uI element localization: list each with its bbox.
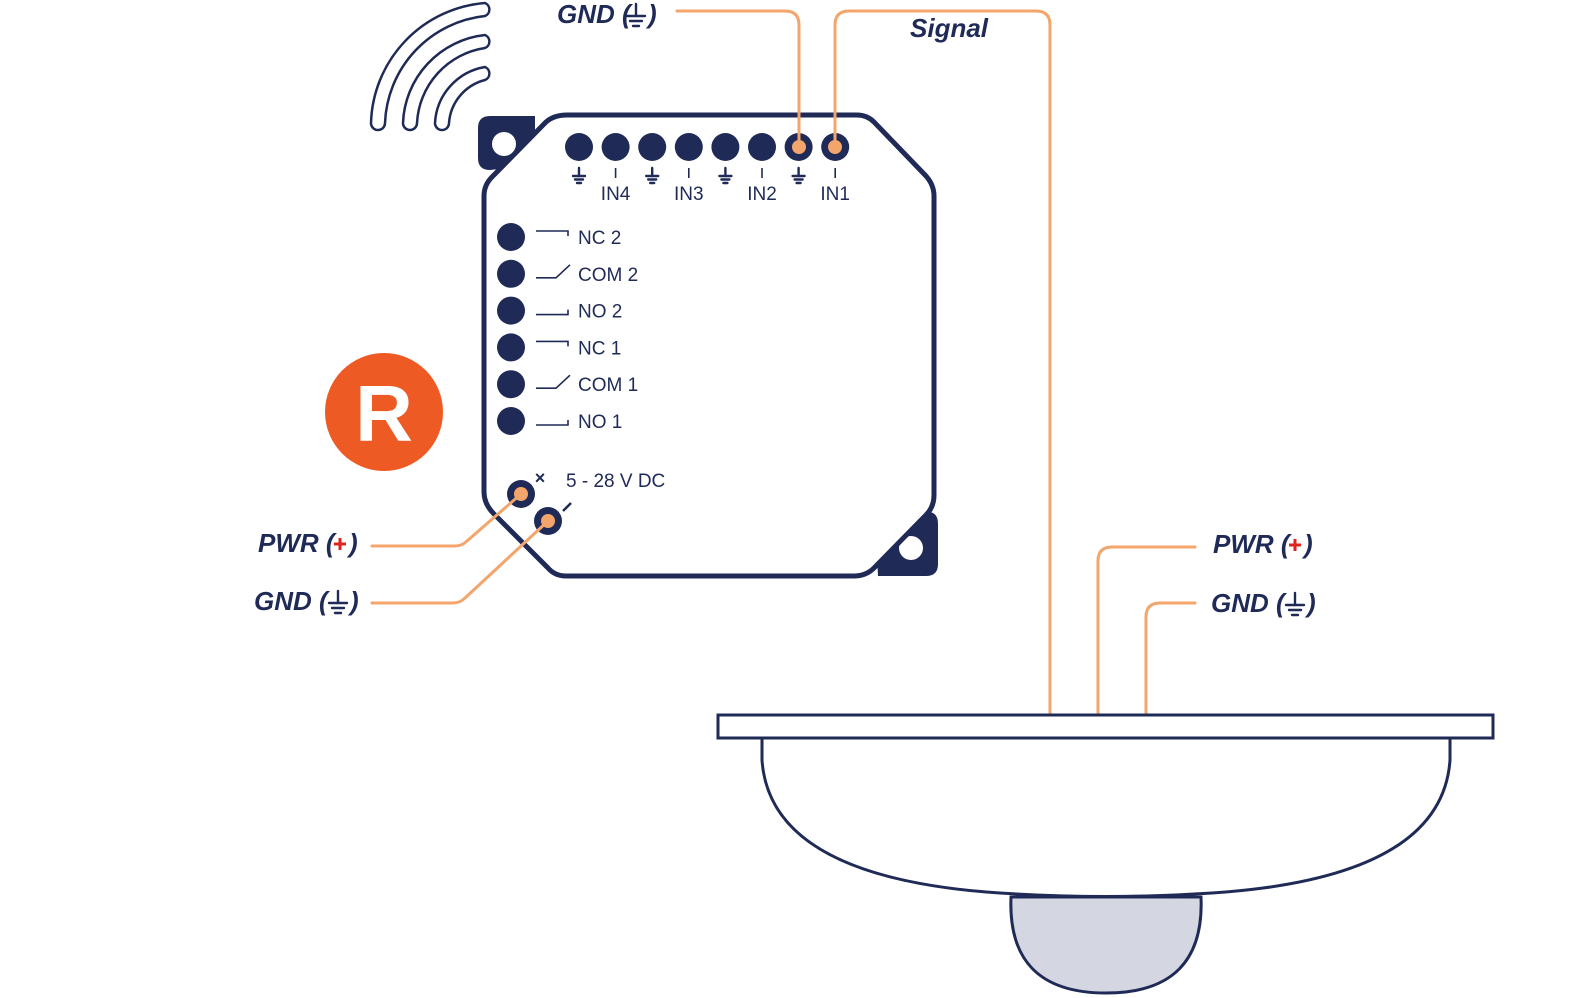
pwr-label-text: PWR (: [258, 528, 338, 558]
input-terminal: IN4: [601, 133, 631, 205]
terminal-screw[interactable]: [601, 133, 630, 161]
brand-logo: R: [325, 353, 443, 471]
wire-signal: [833, 9, 1052, 716]
logo-badge: [325, 353, 443, 471]
relay-contact-symbol: [536, 309, 569, 316]
ceiling-sensor: [716, 713, 1495, 995]
input-terminal: [565, 133, 593, 185]
input-label: IN2: [747, 184, 777, 205]
terminal-screw[interactable]: [497, 407, 525, 435]
sensor-lens: [1009, 895, 1203, 995]
terminal-screw[interactable]: [497, 333, 525, 362]
mounting-hole: [899, 536, 923, 560]
power-voltage-label: 5 - 28 V DC: [566, 471, 665, 492]
gnd-label-text: GND (: [254, 586, 331, 616]
wire-gnd-left: [370, 519, 550, 605]
ground-icon: [791, 166, 806, 185]
input-label: IN1: [820, 184, 850, 205]
controller-module: [478, 112, 938, 579]
module-outline: [481, 112, 937, 579]
pwr-label-close: ): [1301, 529, 1313, 559]
ground-icon: [571, 166, 587, 185]
label-signal: Signal: [910, 13, 989, 43]
relay-label: COM 2: [578, 265, 638, 286]
terminal-screw[interactable]: [638, 133, 667, 161]
gnd-label-close: ): [645, 0, 657, 29]
terminal-screw[interactable]: [497, 370, 525, 399]
ground-icon: [327, 589, 349, 615]
sensor-mounting-plate: [716, 713, 1495, 740]
relay-label: NO 2: [578, 302, 622, 323]
relay-terminal: NO 2: [497, 296, 622, 325]
pwr-label-close: ): [346, 528, 358, 558]
logo-letter: R: [355, 369, 413, 458]
relay-terminal: NC 2: [497, 223, 621, 251]
ground-icon: [625, 2, 647, 28]
input-label: IN4: [601, 184, 631, 205]
power-plus-mark: ×: [535, 468, 546, 488]
gnd-label-text: GND (: [1211, 588, 1288, 618]
gnd-label-close: ): [1304, 588, 1316, 618]
sensor-dome: [760, 738, 1452, 898]
terminal-screw[interactable]: [497, 223, 525, 251]
ground-icon: [645, 166, 660, 185]
wire-gnd-top: [675, 9, 801, 149]
relay-contact-symbol: [536, 264, 571, 279]
ground-icon: [1284, 591, 1306, 617]
power-minus-mark: [562, 502, 572, 512]
gnd-label-text: GND (: [557, 0, 634, 29]
input-terminal: [711, 133, 740, 185]
terminal-screw[interactable]: [497, 259, 525, 288]
relay-label: NO 1: [578, 412, 622, 433]
input-terminal: IN1: [820, 133, 850, 205]
input-terminal-row: IN4 IN3 IN2 IN1: [565, 133, 850, 205]
wire-pwr-right: [1096, 545, 1197, 716]
wire-pwr-left: [370, 492, 523, 548]
label-pwr-left: PWR ( ): [258, 528, 358, 558]
terminal-screw[interactable]: [674, 133, 703, 161]
relay-label: NC 2: [578, 228, 621, 249]
pwr-label-text: PWR (: [1213, 529, 1293, 559]
terminal-wire-dot: [828, 140, 842, 154]
terminal-screw[interactable]: [711, 133, 740, 161]
relay-terminal: NC 1: [497, 333, 621, 362]
ground-icon: [718, 166, 733, 185]
relay-contact-symbol: [536, 340, 569, 347]
plus-icon: [1289, 539, 1301, 551]
relay-terminal: NO 1: [497, 407, 622, 435]
gnd-label-close: ): [347, 586, 359, 616]
wire-gnd-right: [1144, 601, 1197, 716]
terminal-screw[interactable]: [748, 133, 776, 161]
input-terminal: [638, 133, 667, 185]
label-pwr-right: PWR ( ): [1213, 529, 1313, 559]
relay-terminal: COM 1: [497, 370, 638, 399]
input-terminal: IN3: [674, 133, 704, 205]
relay-label: NC 1: [578, 338, 621, 359]
input-terminal: IN2: [747, 133, 777, 205]
relay-terminal: COM 2: [497, 259, 638, 288]
terminal-screw[interactable]: [497, 296, 525, 325]
wires: [370, 9, 1197, 716]
terminal-wire-dot: [792, 140, 806, 154]
label-gnd-top: GND ( ): [557, 0, 657, 29]
terminal-screw[interactable]: [565, 133, 593, 161]
relay-label: COM 1: [578, 375, 638, 396]
label-gnd-right: GND ( ): [1211, 588, 1316, 618]
relay-contact-symbol: [536, 230, 569, 236]
label-gnd-left: GND ( ): [254, 586, 359, 616]
relay-terminal-column: NC 2 COM 2 NO 2 NC 1 COM 1 NO 1: [497, 223, 638, 435]
mounting-hole: [492, 132, 516, 156]
plus-icon: [334, 538, 346, 550]
relay-contact-symbol: [536, 374, 571, 389]
wifi-signal-icon: [369, 1, 491, 132]
relay-contact-symbol: [536, 420, 569, 426]
input-label: IN3: [674, 184, 704, 205]
